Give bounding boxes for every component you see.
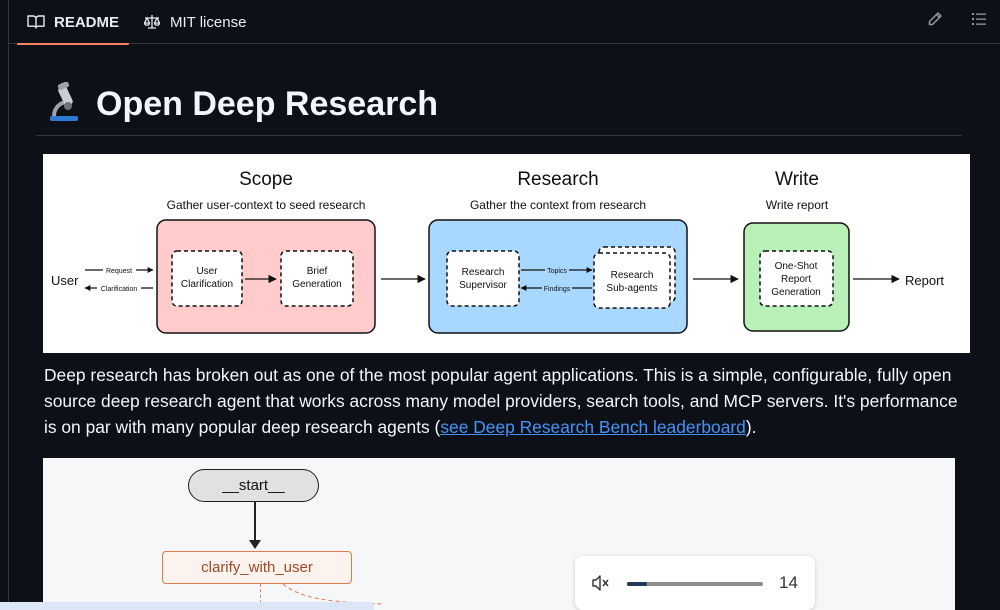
svg-text:Findings: Findings bbox=[544, 286, 571, 293]
page-title: Open Deep Research bbox=[96, 85, 439, 123]
tab-license[interactable]: MIT license bbox=[143, 0, 246, 44]
svg-text:Clarification: Clarification bbox=[181, 279, 233, 290]
graph-edge-dashed bbox=[260, 584, 261, 610]
law-scale-icon bbox=[143, 14, 161, 30]
tab-readme-label: README bbox=[54, 13, 120, 31]
architecture-diagram: Scope Gather user-context to seed resear… bbox=[43, 154, 970, 353]
edit-file-button[interactable] bbox=[921, 7, 949, 35]
research-title: Research bbox=[517, 169, 598, 190]
tab-license-label: MIT license bbox=[170, 13, 247, 31]
readme-heading: Open Deep Research bbox=[36, 81, 962, 136]
graph-edge-curve bbox=[283, 584, 383, 605]
agent-graph-image: __start__ clarify_with_user 14 bbox=[43, 458, 955, 610]
write-subtitle: Write report bbox=[766, 198, 829, 212]
volume-slider[interactable] bbox=[627, 582, 763, 586]
svg-text:User: User bbox=[196, 266, 218, 277]
graph-edge-arrow bbox=[249, 540, 261, 549]
svg-text:Report: Report bbox=[781, 274, 811, 285]
outline-button[interactable] bbox=[965, 7, 993, 35]
leaderboard-link[interactable]: see Deep Research Bench leaderboard bbox=[440, 417, 746, 437]
intro-paragraph: Deep research has broken out as one of t… bbox=[44, 365, 958, 437]
research-subtitle: Gather the context from research bbox=[470, 198, 646, 212]
volume-slider-fill bbox=[627, 582, 648, 586]
pencil-icon bbox=[927, 11, 943, 32]
svg-text:Supervisor: Supervisor bbox=[459, 280, 507, 291]
readme-tabbar: README MIT license bbox=[9, 0, 1000, 45]
svg-text:Generation: Generation bbox=[771, 287, 820, 298]
list-unordered-icon bbox=[971, 11, 987, 32]
write-title: Write bbox=[775, 169, 819, 190]
status-bar bbox=[0, 602, 374, 610]
clarification-label: Clarification bbox=[101, 286, 138, 293]
svg-text:Topics: Topics bbox=[547, 268, 567, 275]
volume-mute-icon[interactable] bbox=[591, 574, 611, 592]
book-icon bbox=[27, 14, 45, 30]
microscope-icon bbox=[46, 81, 82, 124]
svg-text:Research: Research bbox=[462, 267, 505, 278]
request-label: Request bbox=[106, 268, 132, 275]
svg-text:Research: Research bbox=[611, 270, 654, 281]
graph-edge bbox=[254, 502, 256, 542]
svg-text:Sub-agents: Sub-agents bbox=[606, 283, 657, 294]
tab-readme[interactable]: README bbox=[16, 0, 130, 45]
report-label: Report bbox=[905, 273, 944, 288]
svg-text:Brief: Brief bbox=[307, 266, 328, 277]
scope-subtitle: Gather user-context to seed research bbox=[167, 198, 366, 212]
volume-value: 14 bbox=[779, 573, 798, 592]
start-node: __start__ bbox=[188, 469, 319, 502]
scope-title: Scope bbox=[239, 169, 293, 190]
svg-text:One-Shot: One-Shot bbox=[775, 261, 818, 272]
media-player: 14 bbox=[575, 556, 815, 610]
clarify-node: clarify_with_user bbox=[162, 551, 352, 584]
readme-panel: README MIT license bbox=[8, 0, 1000, 610]
svg-text:Generation: Generation bbox=[292, 279, 341, 290]
user-label: User bbox=[51, 273, 79, 288]
